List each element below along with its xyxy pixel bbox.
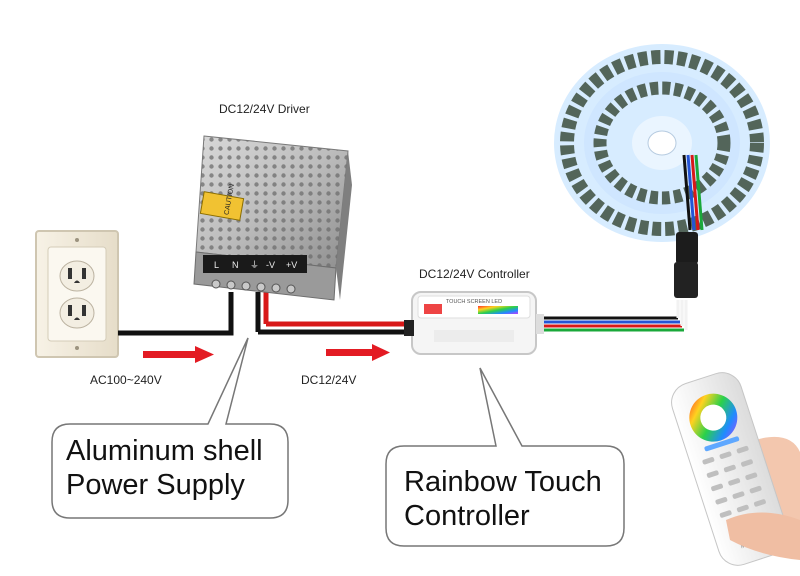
svg-text:N: N (232, 260, 239, 270)
touch-controller-callout-line2: Controller (404, 500, 530, 532)
touch-controller-callout-line1: Rainbow Touch (404, 466, 602, 498)
callout-bubbles (51, 337, 625, 547)
flow-arrows (143, 344, 390, 363)
power-supply-callout-line1: Aluminum shell (66, 435, 263, 467)
dc-output-arrow (326, 344, 390, 361)
controller-label: DC12/24V Controller (419, 267, 530, 281)
touch-controller: TOUCH SCREEN LED (404, 291, 544, 355)
svg-text:L: L (214, 260, 219, 270)
power-supply-callout-line2: Power Supply (66, 469, 245, 501)
ac-input-arrow (143, 346, 214, 363)
driver-label: DC12/24V Driver (219, 102, 310, 116)
ac-input-label: AC100~240V (90, 373, 162, 387)
driver-terminal-labels: L N ⏚ -V +V (214, 260, 297, 270)
power-supply-callout: Aluminum shell Power Supply (66, 434, 263, 502)
svg-text:-V: -V (266, 260, 275, 270)
wires (118, 292, 688, 336)
svg-text:+V: +V (286, 260, 297, 270)
touch-controller-callout: Rainbow Touch Controller (404, 465, 602, 533)
svg-text:⏚: ⏚ (250, 260, 259, 270)
dc-output-label: DC12/24V (301, 373, 357, 387)
wall-outlet (35, 230, 119, 358)
led-strip-reel (554, 44, 770, 298)
power-supply-driver: CAUTION L N ⏚ -V +V (193, 135, 352, 301)
rainbow-touch-remote: MiBOXER (671, 372, 800, 566)
controller-title: TOUCH SCREEN LED (446, 299, 502, 305)
